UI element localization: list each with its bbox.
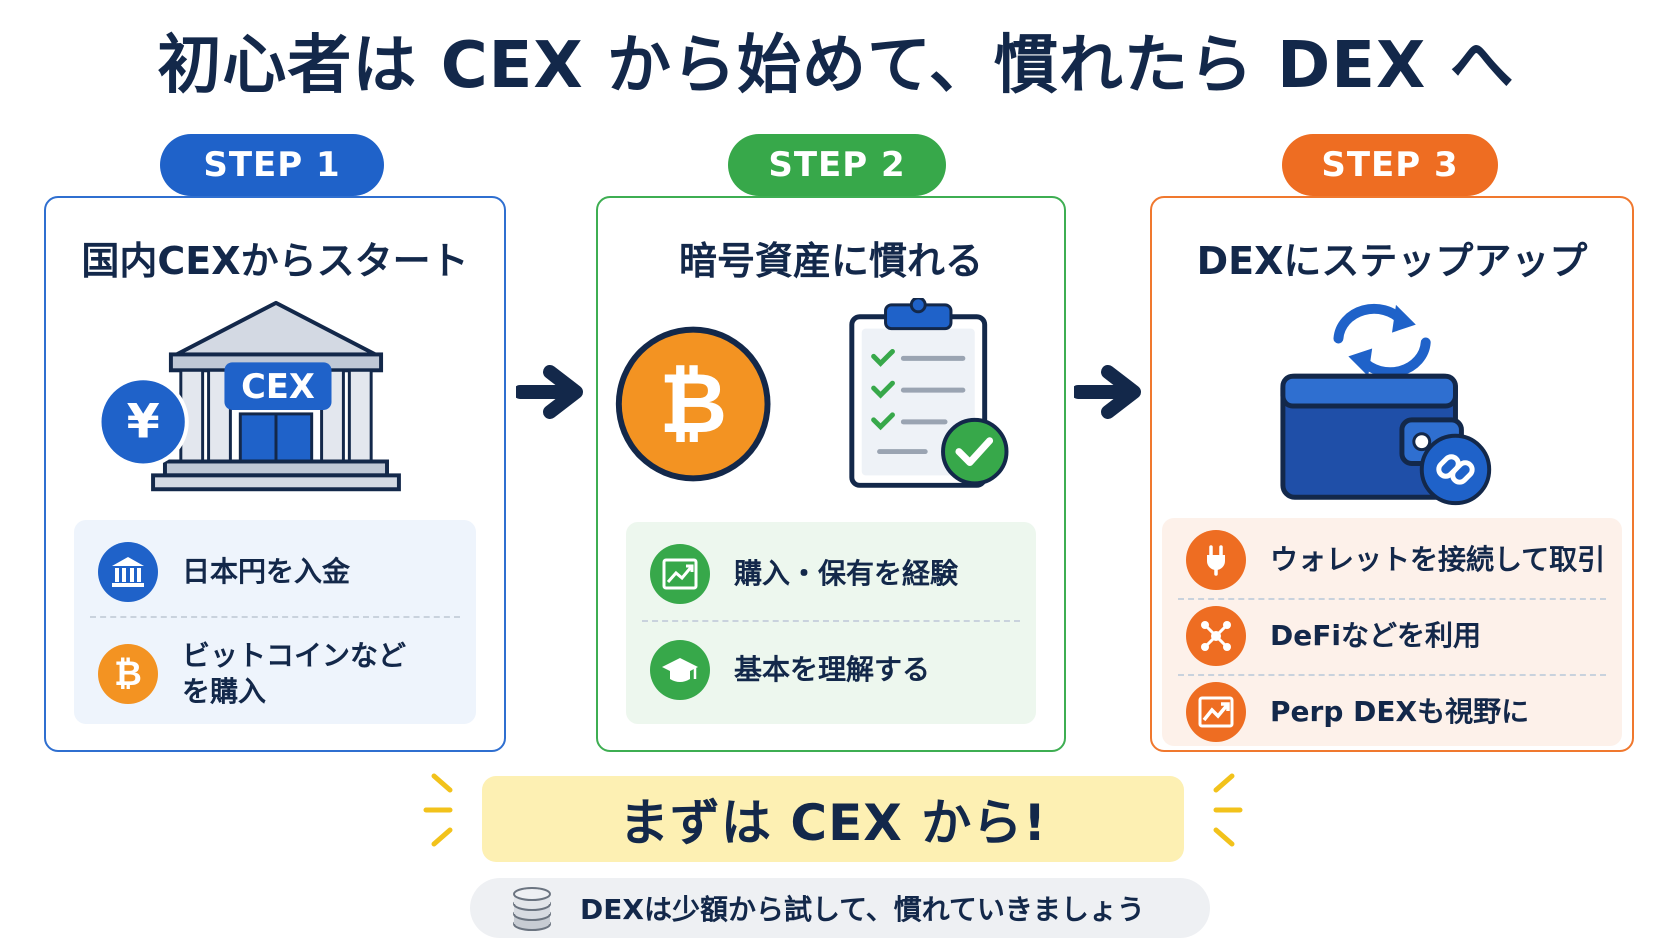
step-3-badge: STEP 3 — [1282, 134, 1498, 196]
coin-stack-icon — [513, 887, 551, 931]
sparkle-icon — [1213, 773, 1243, 847]
item-label: ウォレットを接続して取引 — [1270, 543, 1606, 576]
cex-bank-illustration: CEX ¥ — [97, 300, 401, 492]
trend-icon — [1186, 682, 1246, 742]
item-label: 日本円を入金 — [182, 555, 351, 588]
step-3-title: DEXにステップアップ — [1196, 239, 1588, 283]
item-label: ビットコインなど を購入 — [182, 638, 406, 710]
item-label-line-1: ビットコインなど — [182, 639, 407, 672]
divider — [1178, 674, 1606, 676]
chart-up-icon — [650, 544, 710, 604]
item-label: DeFiなどを利用 — [1270, 619, 1481, 652]
callout-banner: まずは CEX から! — [482, 776, 1184, 862]
bank-icon — [98, 542, 158, 602]
divider — [90, 616, 460, 618]
tip-note: DEXは少額から試して、慣れていきましょう — [470, 878, 1210, 938]
step-1-title: 国内CEXからスタート — [81, 239, 469, 283]
wallet-illustration — [1280, 303, 1492, 506]
step-1-info-panel: 日本円を入金 ₿ ビットコインなど を購入 — [74, 520, 476, 724]
step-2-title: 暗号資産に慣れる — [678, 239, 983, 283]
list-item: ₿ ビットコインなど を購入 — [98, 638, 460, 710]
bitcoin-icon: ₿ — [98, 644, 158, 704]
page-title: 初心者は CEX から始めて、慣れたら DEX へ — [157, 29, 1515, 103]
arrow-right-icon — [516, 365, 583, 419]
item-label: 基本を理解する — [734, 653, 931, 686]
list-item: ウォレットを接続して取引 — [1186, 530, 1606, 590]
step-1-badge: STEP 1 — [160, 134, 384, 196]
crypto-checklist-illustration: ₿ — [615, 298, 1009, 488]
svg-text:₿: ₿ — [659, 355, 727, 452]
step-3-info-panel: ウォレットを接続して取引 DeFiなどを利用 Perp DEXも視野に — [1162, 518, 1622, 746]
item-label: Perp DEXも視野に — [1270, 695, 1530, 728]
divider — [642, 620, 1020, 622]
divider — [1178, 598, 1606, 600]
graduation-cap-icon — [650, 640, 710, 700]
list-item: Perp DEXも視野に — [1186, 682, 1606, 742]
step-2-badge: STEP 2 — [728, 134, 946, 196]
plug-icon — [1186, 530, 1246, 590]
list-item: 基本を理解する — [650, 640, 1020, 700]
step-2-card: 暗号資産に慣れる ₿ 購入・保有を経験 基本を理 — [596, 196, 1066, 752]
step-2-info-panel: 購入・保有を経験 基本を理解する — [626, 522, 1036, 724]
item-label: 購入・保有を経験 — [734, 557, 959, 590]
yen-coin-text: ¥ — [127, 395, 160, 450]
list-item: 日本円を入金 — [98, 542, 460, 602]
step-1-card: 国内CEXからスタート CEX ¥ 日本円を入金 ₿ — [44, 196, 506, 752]
list-item: DeFiなどを利用 — [1186, 606, 1606, 666]
arrow-right-icon — [1074, 365, 1141, 419]
cex-sign-text: CEX — [241, 367, 315, 406]
step-3-card: DEXにステップアップ ウォレットを接続して取引 DeFiなどを利用 — [1150, 196, 1634, 752]
list-item: 購入・保有を経験 — [650, 544, 1020, 604]
sparkle-icon — [423, 773, 453, 847]
item-label-line-2: を購入 — [182, 675, 267, 708]
network-icon — [1186, 606, 1246, 666]
tip-text: DEXは少額から試して、慣れていきましょう — [580, 893, 1145, 926]
